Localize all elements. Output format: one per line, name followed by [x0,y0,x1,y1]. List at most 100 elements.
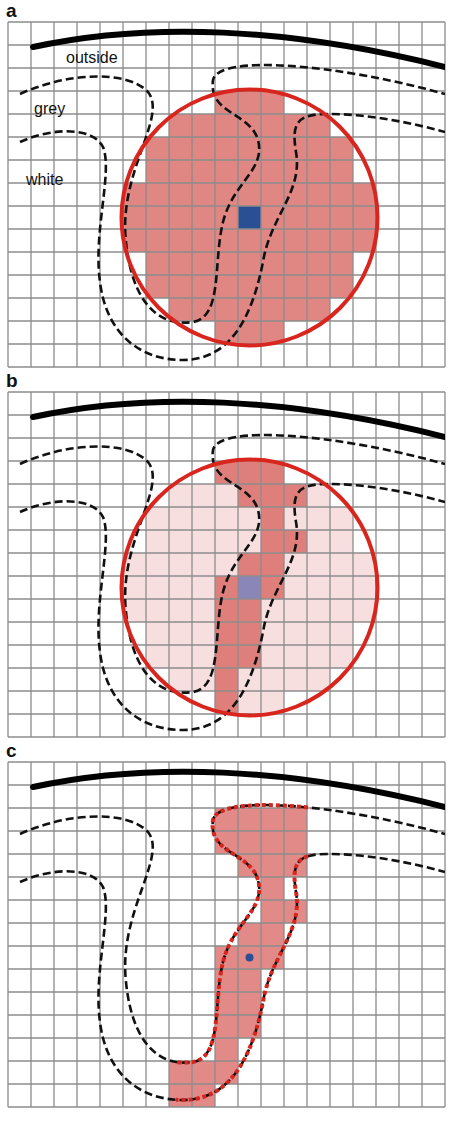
voxel [284,576,307,599]
voxel [146,530,169,553]
grid-line [8,414,445,415]
grid-line [237,392,238,737]
voxel [261,923,284,946]
voxel [307,599,330,622]
grid-line [260,22,261,367]
voxel [146,229,169,252]
white-surface [20,854,445,1100]
grid-line [398,762,399,1107]
voxel [169,576,192,599]
voxel [238,831,261,854]
voxel [330,206,353,229]
voxel [215,1038,238,1061]
voxel [192,553,215,576]
grid-line [444,392,445,737]
grid-line [8,876,445,877]
grid-line [8,136,445,137]
voxel [192,137,215,160]
grid-line [122,762,123,1107]
grid-line [8,113,445,114]
grid-line [421,22,422,367]
grid-line [8,761,445,762]
voxel [284,645,307,668]
voxel [238,91,261,114]
surface-band [176,805,311,1100]
scalp-line [33,32,445,67]
grid-line [7,392,8,737]
grid-line [99,762,100,1107]
grid-line [30,392,31,737]
white-surface [20,484,445,730]
grid-line [8,1014,445,1015]
searchlight-circle [122,90,378,346]
voxel [307,206,330,229]
grid-line [76,762,77,1107]
voxel [215,484,238,507]
voxel [169,507,192,530]
voxel [284,229,307,252]
voxel [146,160,169,183]
grid-line [375,762,376,1107]
panel-letter: c [6,741,17,760]
voxel [215,160,238,183]
grid-line [7,762,8,1107]
voxel [215,1015,238,1038]
grid-line [8,251,445,252]
voxel [192,114,215,137]
grid-line [8,391,445,392]
grid-line [237,762,238,1107]
voxel [353,206,376,229]
voxel [307,576,330,599]
voxel [307,160,330,183]
voxel-grid [8,22,445,367]
voxel [307,275,330,298]
pial-surface [20,435,445,693]
scalp-line [33,772,445,807]
panel-letter: b [6,371,18,390]
grid-line [306,22,307,367]
grid-line [8,736,445,737]
voxel [238,530,261,553]
pial-surface [20,65,445,323]
voxel [261,831,284,854]
voxel-grid [8,392,445,737]
grid-line [260,392,261,737]
grid-line [8,807,445,808]
voxel [169,553,192,576]
voxel [146,252,169,275]
grid-line [8,644,445,645]
voxel [284,553,307,576]
voxel [238,229,261,252]
grid-line [8,853,445,854]
voxel [169,530,192,553]
voxel [192,530,215,553]
voxel [284,808,307,831]
voxel [169,229,192,252]
grid-line [8,506,445,507]
voxel [307,645,330,668]
voxel [169,137,192,160]
voxel [307,229,330,252]
voxel [238,946,261,969]
voxel [261,946,284,969]
voxel [238,645,261,668]
voxel-panel [8,392,445,737]
grid-line [421,762,422,1107]
grid-line [306,392,307,737]
voxel [215,275,238,298]
voxel [330,553,353,576]
voxel [261,507,284,530]
center-dot [246,954,254,962]
voxel [284,599,307,622]
grid-line [8,366,445,367]
voxel [215,530,238,553]
grid-line [444,22,445,367]
voxel [169,183,192,206]
region-label: grey [34,101,65,117]
voxel [192,183,215,206]
voxel [238,298,261,321]
voxel [169,599,192,622]
voxel [261,484,284,507]
voxel [330,576,353,599]
